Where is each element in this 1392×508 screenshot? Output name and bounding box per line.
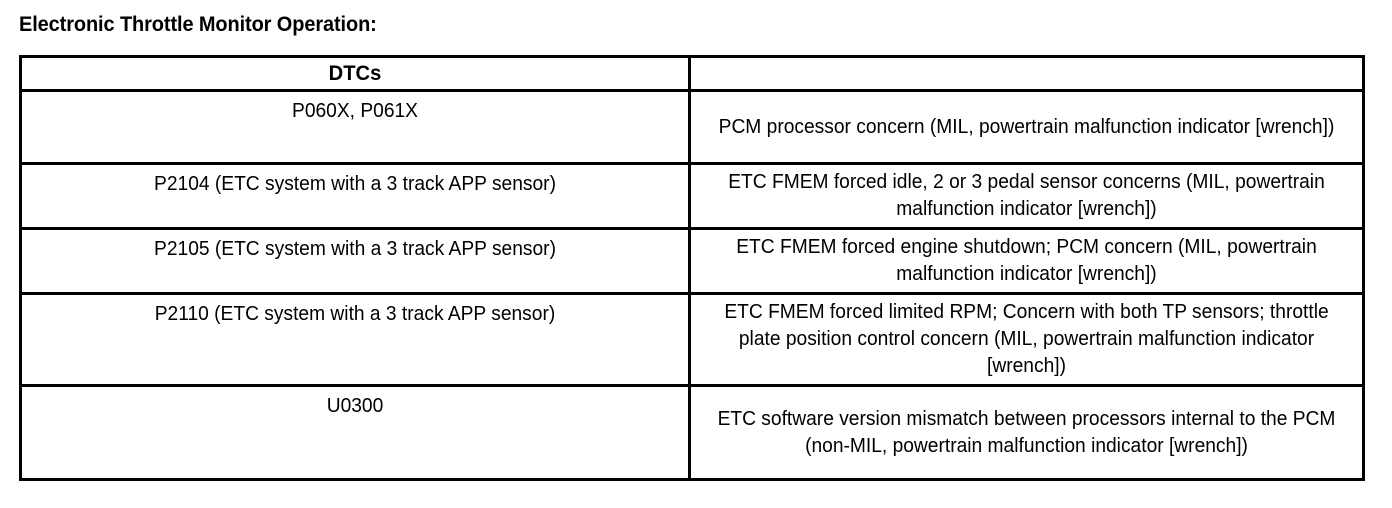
- page-title: Electronic Throttle Monitor Operation:: [19, 13, 377, 36]
- table-row: P2104 (ETC system with a 3 track APP sen…: [19, 162, 1365, 230]
- cell-description-text: PCM processor concern (MIL, powertrain m…: [718, 115, 1335, 138]
- cell-description: ETC software version mismatch between pr…: [688, 384, 1365, 481]
- column-header-description-label: [704, 70, 1348, 78]
- column-header-dtcs: DTCs: [19, 55, 691, 92]
- table-row: P2105 (ETC system with a 3 track APP sen…: [19, 227, 1365, 295]
- cell-description-text: ETC FMEM forced limited RPM; Concern wit…: [724, 301, 1329, 377]
- cell-dtc-text: P060X, P061X: [292, 100, 418, 122]
- cell-description-text: ETC FMEM forced idle, 2 or 3 pedal senso…: [728, 171, 1325, 220]
- column-header-description: [688, 55, 1365, 92]
- cell-dtc-text: U0300: [326, 395, 384, 417]
- cell-description: ETC FMEM forced idle, 2 or 3 pedal senso…: [688, 162, 1365, 230]
- cell-dtc: P2104 (ETC system with a 3 track APP sen…: [19, 162, 691, 230]
- cell-dtc: U0300: [19, 384, 691, 481]
- column-header-dtcs-label: DTCs: [328, 62, 382, 85]
- table-header-row: DTCs: [19, 55, 1365, 92]
- table-row: U0300 ETC software version mismatch betw…: [19, 384, 1365, 481]
- cell-dtc-text: P2110 (ETC system with a 3 track APP sen…: [154, 303, 556, 325]
- table-row: P2110 (ETC system with a 3 track APP sen…: [19, 292, 1365, 387]
- cell-description-text: ETC FMEM forced engine shutdown; PCM con…: [736, 236, 1317, 285]
- cell-description: ETC FMEM forced engine shutdown; PCM con…: [688, 227, 1365, 295]
- cell-dtc: P2105 (ETC system with a 3 track APP sen…: [19, 227, 691, 295]
- cell-description: ETC FMEM forced limited RPM; Concern wit…: [688, 292, 1365, 387]
- cell-description-text: ETC software version mismatch between pr…: [717, 407, 1336, 457]
- cell-dtc-text: P2105 (ETC system with a 3 track APP sen…: [154, 238, 556, 260]
- cell-dtc: P060X, P061X: [19, 89, 691, 165]
- dtc-table: DTCs P060X, P061X PCM processor concern …: [19, 55, 1365, 481]
- table-row: P060X, P061X PCM processor concern (MIL,…: [19, 89, 1365, 165]
- cell-description: PCM processor concern (MIL, powertrain m…: [688, 89, 1365, 165]
- cell-dtc: P2110 (ETC system with a 3 track APP sen…: [19, 292, 691, 387]
- cell-dtc-text: P2104 (ETC system with a 3 track APP sen…: [154, 173, 556, 195]
